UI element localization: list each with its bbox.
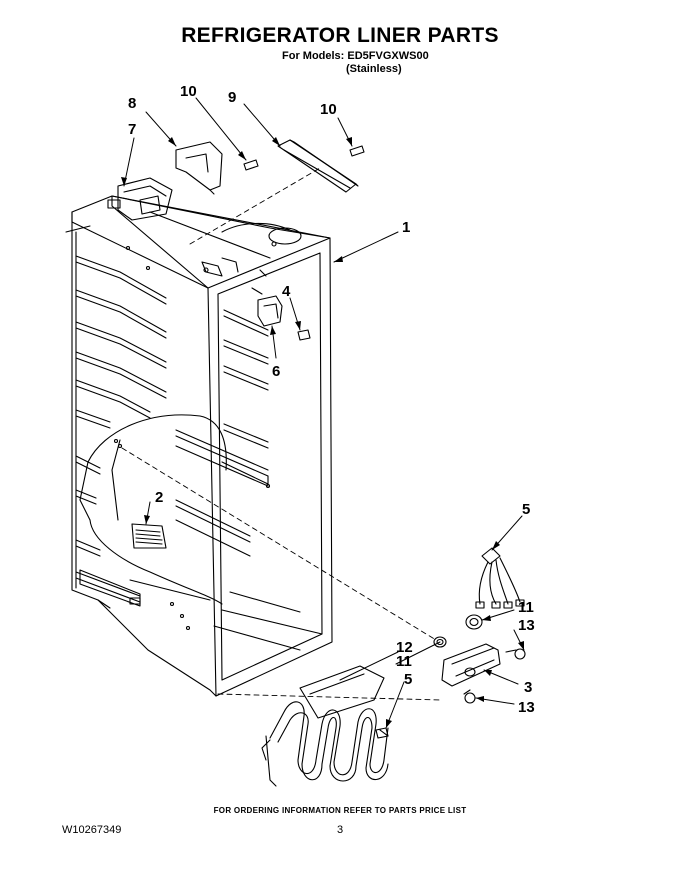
callout-13-upper: 13: [518, 617, 535, 634]
callout-7: 7: [128, 121, 136, 138]
callout-9: 9: [228, 89, 236, 106]
callout-12: 12: [396, 639, 413, 656]
part-10-screws: [243, 145, 365, 171]
callout-10-left: 10: [180, 83, 197, 100]
part-8-bracket: [175, 141, 223, 195]
callout-labels: 8 10 9 10 7 1 4 6 2 5 11 13 12 11 5 3 13: [128, 83, 535, 716]
part-7-housing: [65, 177, 173, 233]
models-line: For Models: ED5FVGXWS00: [282, 50, 429, 62]
callout-3: 3: [524, 679, 532, 696]
callout-2: 2: [155, 489, 163, 506]
part-5-screw: [375, 727, 389, 739]
part-11-grommets: [433, 614, 483, 648]
callout-5-screw: 5: [404, 671, 412, 688]
part-13-bulbs: [463, 648, 526, 704]
part-3-socket: [441, 643, 501, 687]
callout-6: 6: [272, 363, 280, 380]
arrowheads: [121, 137, 524, 728]
page-title: REFRIGERATOR LINER PARTS: [181, 24, 499, 47]
callout-11-lower: 11: [396, 653, 412, 670]
ordering-note: FOR ORDERING INFORMATION REFER TO PARTS …: [213, 806, 467, 815]
part-12-coil: [261, 665, 389, 787]
part-2-grille: [131, 523, 167, 549]
callout-4: 4: [282, 283, 291, 300]
callout-8: 8: [128, 95, 136, 112]
leader-lines: [123, 97, 525, 729]
callout-10-right: 10: [320, 101, 337, 118]
document-number: W10267349: [62, 824, 122, 836]
part-6-clip: [257, 295, 283, 327]
part-4-screw: [297, 329, 311, 341]
liner-body: [71, 195, 333, 697]
callout-5-harness: 5: [522, 501, 530, 518]
callout-1: 1: [402, 219, 410, 236]
part-9-strip: [277, 139, 359, 193]
variant-line: (Stainless): [346, 63, 402, 75]
part-5-harness: [475, 547, 525, 609]
page-number: 3: [337, 824, 344, 836]
callout-11-upper: 11: [518, 599, 534, 616]
callout-13-lower: 13: [518, 699, 535, 716]
